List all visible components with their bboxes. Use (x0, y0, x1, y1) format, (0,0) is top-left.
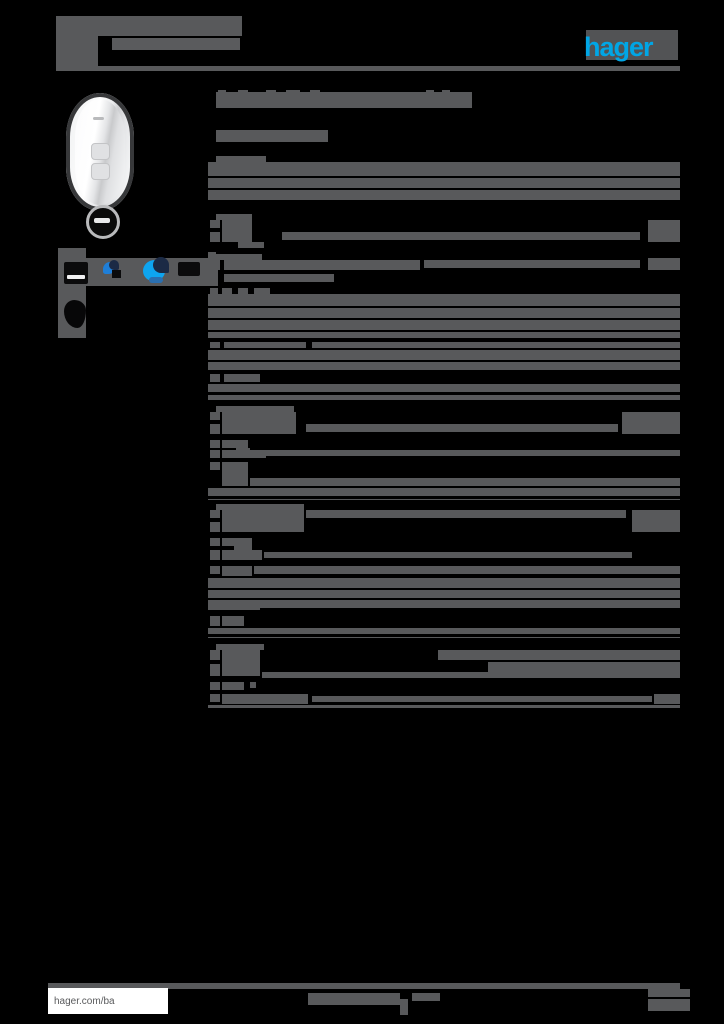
spec-section (208, 406, 680, 436)
footer-center-text (308, 993, 400, 1005)
spec-section (208, 462, 680, 502)
card-icon (64, 262, 88, 284)
spec-section (208, 504, 680, 534)
header-subtitle (112, 38, 240, 50)
key-fob-face (75, 99, 125, 205)
main-content (208, 90, 680, 708)
footer-center-text-2 (412, 993, 440, 1001)
spec-section (208, 440, 680, 458)
key-fob-body (66, 93, 134, 211)
page-title (208, 90, 680, 108)
spec-section (208, 214, 680, 248)
spec-section (208, 644, 680, 678)
footer-rule (48, 983, 680, 989)
header-title-line-3 (56, 52, 98, 68)
spec-section (208, 682, 680, 708)
hand-pointer-icon (103, 260, 121, 278)
blob-icon (64, 300, 86, 328)
header-title-line-2 (56, 36, 98, 52)
spec-section (208, 288, 680, 345)
header-title-line-1 (56, 16, 242, 36)
footer-url: hager.com/ba (54, 995, 115, 1007)
page-header: hager (56, 14, 680, 72)
spec-section (208, 566, 680, 612)
spec-section (208, 254, 680, 284)
product-legend (58, 248, 218, 346)
product-photo (62, 93, 138, 241)
key-ring (86, 205, 120, 239)
led-indicator-icon (93, 117, 104, 120)
footer-center-text-descender (400, 999, 408, 1015)
footer-page-number-top (648, 989, 690, 997)
key-fob-button-2 (91, 163, 110, 180)
legend-band-1 (58, 248, 86, 258)
spec-section (208, 616, 680, 638)
header-rule (56, 66, 680, 71)
speech-bubble-icon (143, 257, 169, 283)
hager-logo: hager (584, 30, 680, 62)
logo-wordmark: hager (584, 32, 654, 62)
spec-section (208, 538, 680, 562)
footer-url-box[interactable]: hager.com/ba (48, 988, 168, 1014)
footer-page-number (648, 999, 690, 1011)
spec-section (208, 156, 680, 208)
spec-section (208, 342, 680, 373)
key-fob-button-1 (91, 143, 110, 160)
plate-icon (178, 262, 200, 276)
spec-section (208, 374, 680, 402)
logo-watermark (586, 30, 678, 60)
section-label (208, 130, 680, 142)
